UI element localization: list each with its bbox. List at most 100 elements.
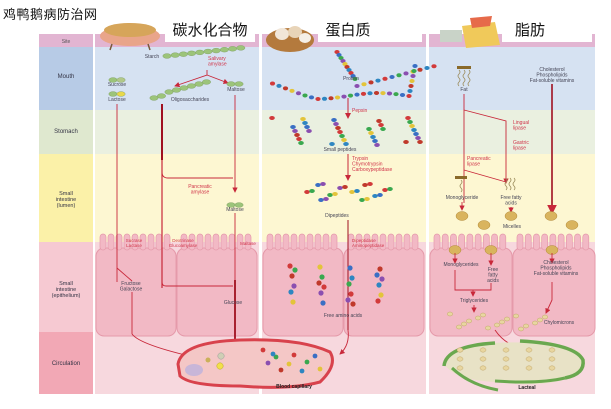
amino-acid <box>347 265 353 271</box>
sugar-unit <box>170 52 180 58</box>
sugar-unit <box>178 51 188 57</box>
label-monoglyceride: Monoglyceride <box>446 195 479 201</box>
monoglyceride-icon <box>455 176 467 193</box>
amino-acid <box>319 274 325 280</box>
peptide-bead <box>380 127 386 131</box>
amino-acid <box>317 264 323 270</box>
amino-acid-bead <box>282 86 289 91</box>
chylomicron <box>456 324 463 330</box>
microvillus <box>212 233 220 251</box>
fatty-acid-chain <box>508 177 512 191</box>
dipeptide-bead <box>304 190 310 194</box>
amino-acid-bead <box>334 50 340 54</box>
microvillus <box>458 233 466 251</box>
amino-acid-bead <box>431 64 437 69</box>
microvillus <box>228 233 236 251</box>
site-header-label: Site <box>62 39 71 45</box>
peptide-bead <box>413 132 419 136</box>
site-epithelium-bg <box>39 242 93 332</box>
fatty-acid-chain <box>504 177 508 191</box>
microvillus <box>244 233 252 251</box>
microvillus <box>565 233 573 251</box>
dipeptide-bead <box>387 187 393 191</box>
amino-acid-bead <box>289 88 295 93</box>
micelle <box>504 211 518 221</box>
peptide-bead <box>304 125 310 129</box>
chylomicron <box>525 356 533 362</box>
sucrose-molecule <box>108 77 126 83</box>
peptide-bead <box>302 121 308 125</box>
amino-acid-bead <box>410 74 416 78</box>
chylomicron <box>502 347 510 353</box>
chylomicron <box>532 320 539 326</box>
chylomicron <box>502 356 510 362</box>
chylomicron <box>456 356 464 362</box>
microvillus <box>196 233 204 251</box>
chylomicron <box>461 321 468 327</box>
amino-acid-bead <box>360 91 367 96</box>
micelle <box>477 220 491 230</box>
amino-acid-bead <box>373 91 380 96</box>
chylomicron <box>475 315 482 321</box>
peptide-bead <box>333 122 339 126</box>
label-maltose-lumen: Maltose <box>226 207 244 213</box>
peptide-bead <box>343 142 349 146</box>
dipeptide-bead <box>315 183 321 187</box>
label-small-peptides: Small peptides <box>324 147 357 153</box>
label-maltose-mouth: Maltose <box>227 87 245 93</box>
amino-acid <box>288 289 294 295</box>
amino-acid <box>287 263 293 269</box>
amino-acid-bead <box>399 93 406 98</box>
label-dipeptides: Dipeptides <box>325 213 349 219</box>
fatty-acid-tail <box>467 69 471 87</box>
amino-acid-bead <box>338 56 344 60</box>
amino-acid-bead <box>315 96 321 101</box>
amino-acid-bead <box>328 96 334 101</box>
amino-acid-bead <box>411 69 417 73</box>
sugar-unit <box>164 89 174 95</box>
chylomicron <box>525 347 533 353</box>
amino-acid-bead <box>276 83 282 88</box>
amino-acid-bead <box>346 68 352 72</box>
dipeptide-bead <box>364 197 370 201</box>
peptide-bead <box>376 119 382 123</box>
label-free-amino-acids: Free amino acids <box>324 313 363 319</box>
microvillus <box>474 233 482 251</box>
amino-acid-bead <box>367 91 373 96</box>
amino-acid-bead <box>350 74 356 78</box>
peptide-bead <box>409 124 415 128</box>
column-titles: 碳水化合物 蛋白质 脂肪 <box>165 16 592 42</box>
amino-acid-particle <box>312 353 318 359</box>
microvillus <box>574 233 581 251</box>
sugar-unit <box>187 83 196 89</box>
amino-acid-particle <box>260 347 266 353</box>
microvillus <box>266 233 274 251</box>
chylomicron <box>494 322 501 328</box>
amino-acid-bead <box>424 66 430 70</box>
peptide-bead <box>269 116 275 120</box>
sugar-unit <box>236 45 246 51</box>
chylomicron <box>479 356 487 362</box>
chylomicron <box>456 365 464 371</box>
site-label-mouth: Mouth <box>58 74 75 80</box>
microvillus <box>107 233 115 251</box>
label-glucose: Glucose <box>224 300 243 306</box>
microvillus <box>314 233 322 251</box>
micelles <box>448 211 579 255</box>
title-protein: 蛋白质 <box>325 21 370 39</box>
amino-acid <box>375 298 381 304</box>
epithelial-cell <box>343 247 425 337</box>
blood-capillary: Blood capillary <box>176 338 334 390</box>
sugar-unit <box>116 77 126 83</box>
blood-cell <box>185 364 203 376</box>
microvillus <box>387 233 395 251</box>
microvillus <box>395 233 403 251</box>
microvillus <box>541 233 549 251</box>
